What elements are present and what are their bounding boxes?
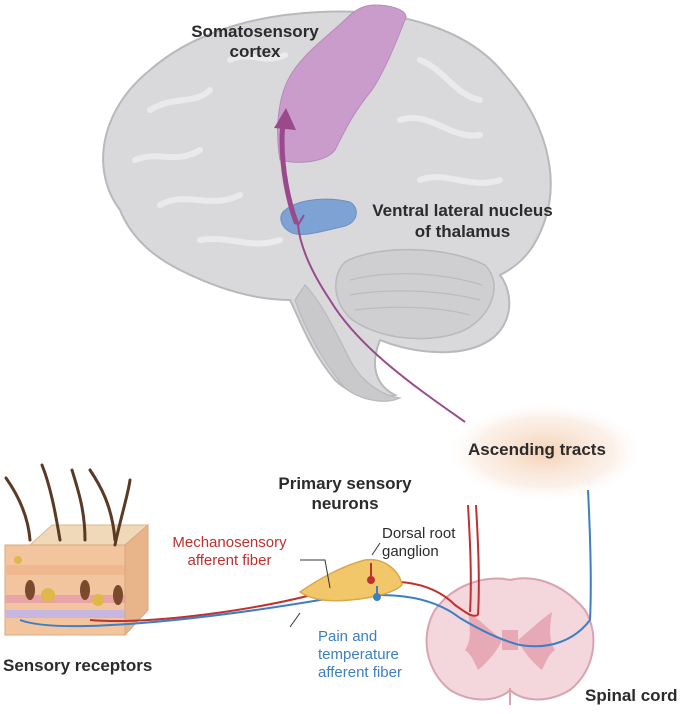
ascending-pathway — [274, 108, 466, 423]
thalamus-line-1: Ventral lateral nucleus — [372, 201, 553, 220]
primary-sensory-neurons-line-2: neurons — [311, 494, 379, 513]
dorsal-root-ganglion-line-2: ganglion — [382, 543, 439, 560]
dorsal-root-ganglion-label: Dorsal root ganglion — [382, 525, 455, 561]
thalamus-region — [280, 198, 357, 235]
ascending-tracts-label: Ascending tracts — [468, 440, 606, 459]
somatosensory-cortex-line-1: Somatosensory — [191, 22, 319, 41]
primary-sensory-neurons-label: Primary sensory neurons — [260, 474, 430, 514]
pain-fiber-line-3: afferent fiber — [318, 664, 402, 681]
thalamus-line-2: of thalamus — [414, 222, 511, 241]
dorsal-root-ganglion-line-1: Dorsal root — [382, 525, 456, 542]
somatosensory-cortex-region — [277, 4, 407, 163]
spinal-cord-label: Spinal cord — [585, 686, 678, 705]
mechanosensory-fiber-line-2: afferent fiber — [187, 552, 272, 569]
mechanosensory-fiber-label: Mechanosensory afferent fiber — [162, 534, 297, 570]
skin-block — [4, 463, 150, 637]
somatosensory-cortex-label: Somatosensory cortex — [180, 22, 330, 62]
pain-fiber-label: Pain and temperature afferent fiber — [318, 628, 402, 682]
pain-fiber-line-1: Pain and — [318, 628, 378, 645]
ascending-tracts-glow — [445, 402, 645, 502]
mechanosensory-fiber-line-1: Mechanosensory — [172, 534, 287, 551]
label-pointers — [289, 542, 381, 628]
thalamus-label: Ventral lateral nucleus of thalamus — [355, 200, 570, 242]
sensory-receptors-label: Sensory receptors — [3, 656, 153, 675]
primary-sensory-neurons-line-1: Primary sensory — [278, 474, 412, 493]
spinal-cord — [425, 577, 595, 705]
dorsal-root-ganglion — [298, 558, 403, 602]
pain-fiber-line-2: temperature — [318, 646, 399, 663]
somatosensory-cortex-line-2: cortex — [229, 42, 281, 61]
